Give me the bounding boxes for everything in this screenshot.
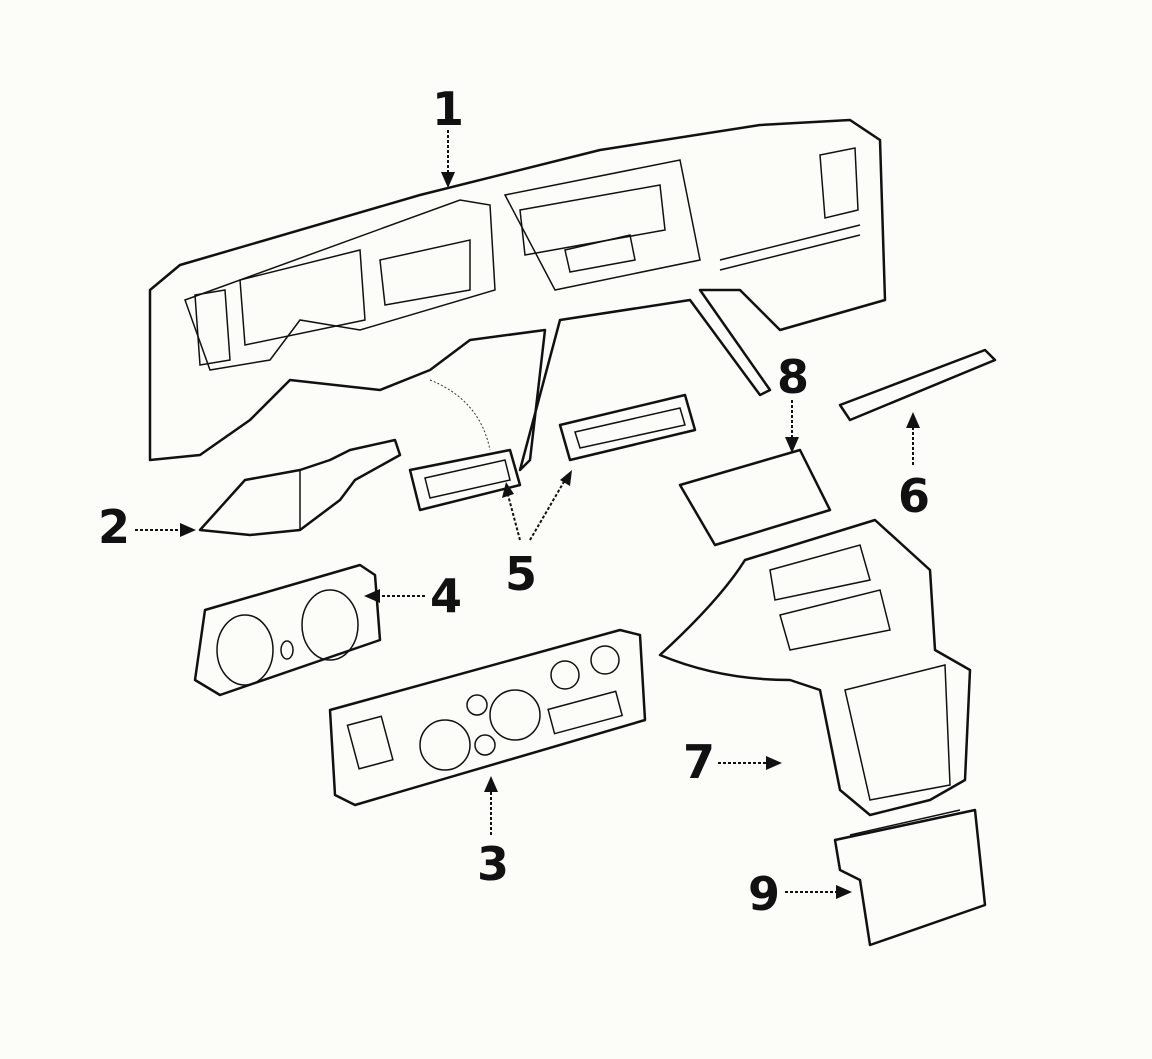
callout-label: 2 <box>98 500 130 554</box>
callout-label: 9 <box>748 867 780 921</box>
callout-label: 4 <box>430 569 462 623</box>
part-8-panel <box>678 448 832 547</box>
callout-label: 5 <box>505 547 537 601</box>
callout-6: 6 <box>898 412 930 523</box>
part-6-trim-strip <box>838 348 997 422</box>
callout-4: 4 <box>364 569 462 623</box>
callout-label: 7 <box>683 735 715 789</box>
part-4-cluster-housing <box>193 563 382 697</box>
callout-9: 9 <box>748 867 852 921</box>
callout-2: 2 <box>98 500 196 554</box>
part-5-air-vents <box>408 393 697 512</box>
callout-label: 1 <box>432 82 464 136</box>
callout-5: 5 <box>502 470 572 601</box>
callout-label: 6 <box>898 469 930 523</box>
part-9-storage-box <box>833 808 987 947</box>
callout-label: 8 <box>777 350 809 404</box>
callout-label: 3 <box>477 837 509 891</box>
part-3-cluster-bezel <box>328 628 647 807</box>
callout-3: 3 <box>477 776 509 891</box>
callout-8: 8 <box>777 350 809 453</box>
part-7-console <box>658 518 972 817</box>
part-1-instrument-panel <box>148 118 887 472</box>
callout-7: 7 <box>683 735 782 789</box>
part-2-column-cover <box>198 438 402 537</box>
callout-1: 1 <box>432 82 464 188</box>
